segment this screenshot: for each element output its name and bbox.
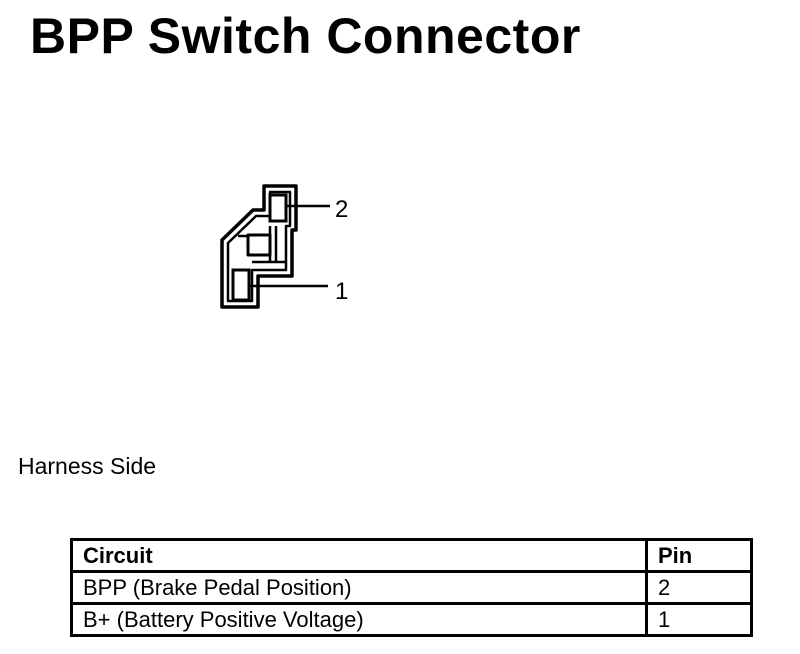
column-header-pin: Pin [645,538,753,573]
page-title: BPP Switch Connector [30,8,581,64]
circuit-cell: B+ (Battery Positive Voltage) [70,602,648,637]
circuit-cell: BPP (Brake Pedal Position) [70,570,648,605]
pin-terminal [268,193,288,223]
pin-cell: 1 [645,602,753,637]
pin-label: 1 [335,278,348,305]
pin-table: Circuit Pin BPP (Brake Pedal Position) 2… [70,538,753,637]
pin-cell: 2 [645,570,753,605]
table-row: BPP (Brake Pedal Position) 2 [70,570,753,605]
pin-terminal [231,268,251,302]
table-row: B+ (Battery Positive Voltage) 1 [70,602,753,637]
table-header-row: Circuit Pin [70,538,753,573]
pin-label: 2 [335,196,348,223]
connector-pin-1: 1 [231,268,348,305]
column-header-circuit: Circuit [70,538,648,573]
harness-side-caption: Harness Side [18,453,157,479]
connector-pin-2: 2 [268,193,348,223]
